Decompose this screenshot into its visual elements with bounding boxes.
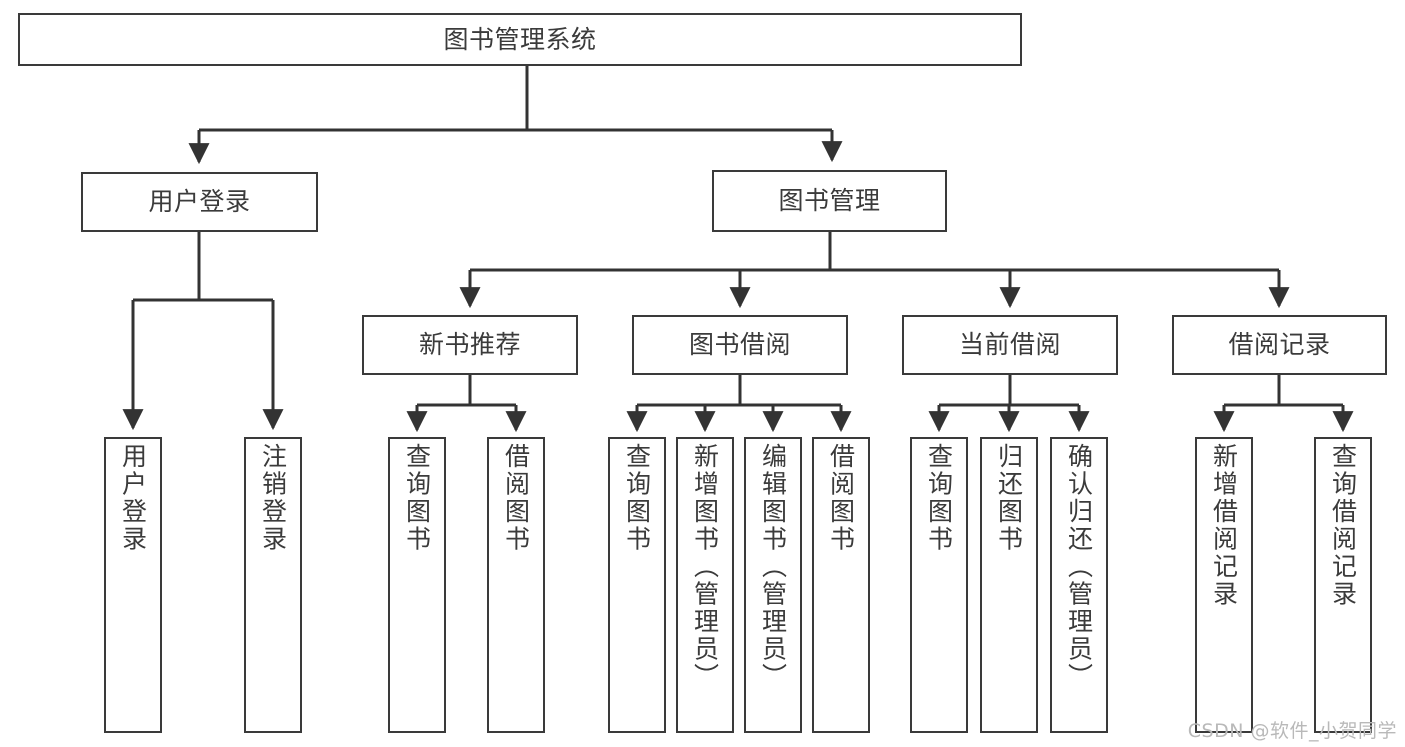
node-root-label: 图书管理系统 (443, 24, 597, 54)
leaf-book-borrow-1[interactable]: 查询图书 (608, 437, 666, 733)
leaf-label: 用户登录 (118, 443, 148, 553)
node-root[interactable]: 图书管理系统 (18, 13, 1022, 66)
leaf-label: 新增借阅记录 (1209, 443, 1239, 608)
leaf-label: 注销登录 (258, 443, 288, 553)
leaf-label: 查询图书 (622, 443, 652, 553)
leaf-label: 新增图书（管理员） (690, 443, 720, 691)
node-user-login-label: 用户登录 (148, 187, 251, 217)
watermark-text: CSDN @软件_小贺同学 (1187, 720, 1397, 742)
leaf-label: 查询图书 (924, 443, 954, 553)
node-book-manage[interactable]: 图书管理 (712, 170, 947, 232)
leaf-current-borrow-2[interactable]: 归还图书 (980, 437, 1038, 733)
node-user-login[interactable]: 用户登录 (81, 172, 318, 232)
node-current-borrow-label: 当前借阅 (958, 330, 1061, 360)
leaf-new-book-rec-2[interactable]: 借阅图书 (487, 437, 545, 733)
node-borrow-record[interactable]: 借阅记录 (1172, 315, 1387, 375)
leaf-label: 编辑图书（管理员） (758, 443, 788, 691)
node-book-manage-label: 图书管理 (778, 186, 881, 216)
leaf-new-book-rec-1[interactable]: 查询图书 (388, 437, 446, 733)
leaf-label: 归还图书 (994, 443, 1024, 553)
node-new-book-rec-label: 新书推荐 (418, 330, 521, 360)
leaf-book-borrow-3[interactable]: 编辑图书（管理员） (744, 437, 802, 733)
leaf-label: 借阅图书 (501, 443, 531, 553)
leaf-book-borrow-4[interactable]: 借阅图书 (812, 437, 870, 733)
leaf-user-login-2[interactable]: 注销登录 (244, 437, 302, 733)
leaf-borrow-record-1[interactable]: 新增借阅记录 (1195, 437, 1253, 733)
node-new-book-rec[interactable]: 新书推荐 (362, 315, 578, 375)
leaf-label: 借阅图书 (826, 443, 856, 553)
node-book-borrow[interactable]: 图书借阅 (632, 315, 848, 375)
leaf-user-login-1[interactable]: 用户登录 (104, 437, 162, 733)
leaf-book-borrow-2[interactable]: 新增图书（管理员） (676, 437, 734, 733)
leaf-borrow-record-2[interactable]: 查询借阅记录 (1314, 437, 1372, 733)
leaf-label: 确认归还（管理员） (1064, 443, 1094, 691)
node-borrow-record-label: 借阅记录 (1228, 330, 1331, 360)
leaf-label: 查询借阅记录 (1328, 443, 1358, 608)
node-book-borrow-label: 图书借阅 (688, 330, 791, 360)
leaf-current-borrow-3[interactable]: 确认归还（管理员） (1050, 437, 1108, 733)
node-current-borrow[interactable]: 当前借阅 (902, 315, 1118, 375)
leaf-current-borrow-1[interactable]: 查询图书 (910, 437, 968, 733)
leaf-label: 查询图书 (402, 443, 432, 553)
